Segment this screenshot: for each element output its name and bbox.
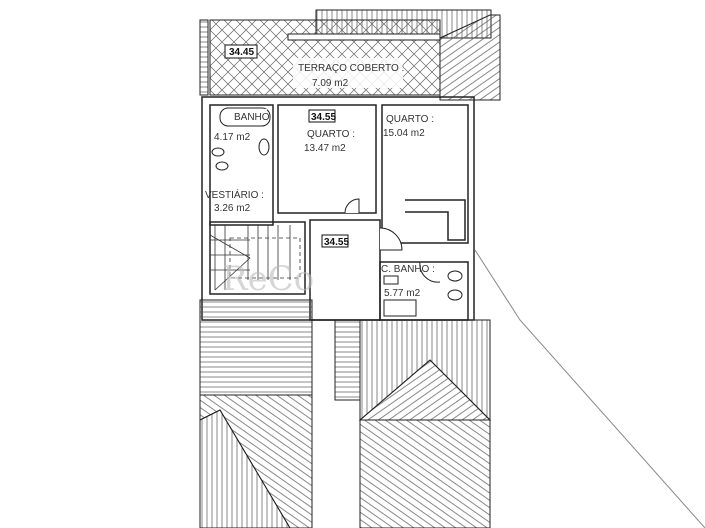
room-labels: BANHO 4.17 m2 34.55 QUARTO : 13.47 m2 QU…	[205, 109, 435, 299]
terrace: 34.45 TERRAÇO COBERTO : 7.09 m2	[209, 19, 441, 96]
shower-icon	[383, 299, 417, 317]
toilet-icon	[447, 270, 463, 282]
bedroom-2-area: 15.04 m2	[383, 128, 425, 139]
closet-name: VESTIÁRIO :	[205, 188, 264, 201]
watermark: ReCo	[222, 259, 314, 299]
closet-area: 3.26 m2	[214, 203, 251, 214]
bedroom-2-name: QUARTO :	[386, 114, 434, 125]
sink-icon	[383, 275, 399, 285]
bath-left-name: BANHO	[234, 112, 270, 123]
terrace-name: TERRAÇO COBERTO :	[298, 63, 404, 74]
door-swing	[379, 227, 403, 251]
sink-icon	[258, 138, 270, 156]
bath-right-area: 5.77 m2	[384, 288, 421, 299]
terrace-tag: 34.45	[229, 47, 254, 58]
terrace-area: 7.09 m2	[312, 78, 349, 89]
hall-tag: 34.55	[324, 237, 349, 248]
bidet-icon	[215, 161, 229, 171]
door-swing	[419, 261, 441, 283]
bath-left-area: 4.17 m2	[214, 132, 251, 143]
door-swing	[344, 198, 360, 214]
bedroom-1-area: 13.47 m2	[304, 143, 346, 154]
bath-right-name: C. BANHO :	[381, 264, 435, 275]
staircase	[209, 225, 301, 291]
bedroom-1-tag: 34.55	[311, 112, 336, 123]
bedroom-1-name: QUARTO :	[307, 129, 355, 140]
bidet-icon	[447, 289, 463, 301]
toilet-icon	[211, 147, 225, 157]
roof-bottom	[199, 249, 705, 528]
